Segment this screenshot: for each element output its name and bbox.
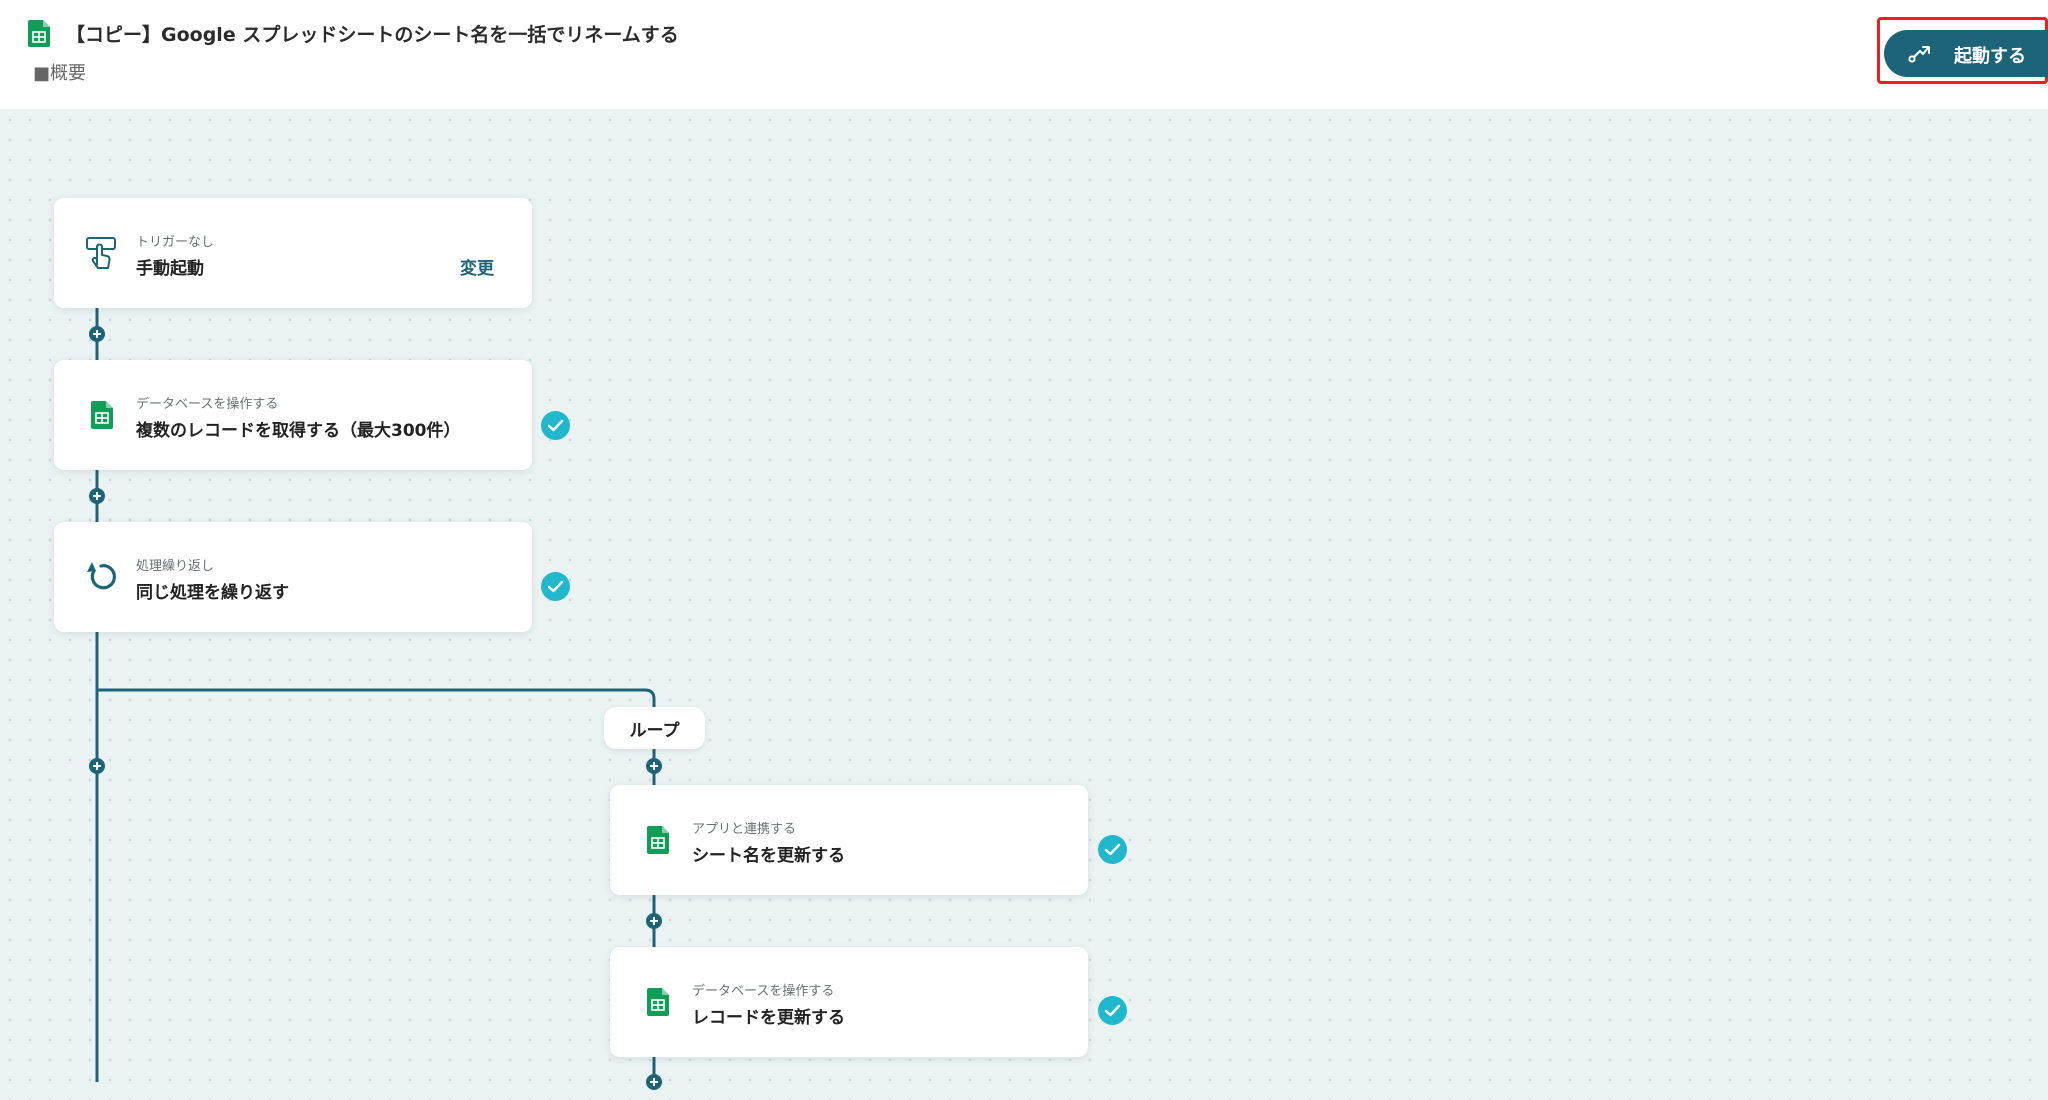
step-complete-check-icon (1098, 835, 1127, 864)
step-card-loop[interactable]: 処理繰り返し 同じ処理を繰り返す (54, 522, 532, 632)
step-card-get-records[interactable]: データベースを操作する 複数のレコードを取得する（最大300件） (54, 360, 532, 470)
loop-arrow-icon (87, 562, 116, 590)
google-sheets-icon (647, 826, 669, 854)
step-complete-check-icon (541, 572, 570, 601)
add-step-button[interactable] (89, 326, 105, 342)
add-step-in-loop-button[interactable] (646, 758, 662, 774)
step-card-rename-sheet[interactable]: アプリと連携する シート名を更新する (610, 785, 1088, 895)
google-sheets-icon (647, 988, 669, 1016)
step-card-manual-trigger[interactable]: トリガーなし 手動起動 変更 (54, 198, 532, 308)
step-title: 手動起動 (136, 259, 204, 279)
step-category: データベースを操作する (692, 984, 835, 999)
step-complete-check-icon (541, 411, 570, 440)
hand-touch-icon (86, 237, 116, 269)
add-step-in-loop-button[interactable] (646, 913, 662, 929)
step-title: シート名を更新する (692, 846, 845, 866)
page-title: 【コピー】Google スプレッドシートのシート名を一括でリネームする (66, 24, 679, 46)
step-card-update-record[interactable]: データベースを操作する レコードを更新する (610, 947, 1088, 1057)
overview-label: ■概要 (33, 63, 87, 84)
step-category: データベースを操作する (136, 397, 279, 412)
step-title: 複数のレコードを取得する（最大300件） (136, 421, 461, 441)
change-trigger-link[interactable]: 変更 (460, 259, 494, 279)
launch-icon (1908, 46, 1930, 63)
step-category: 処理繰り返し (136, 559, 215, 574)
add-step-button[interactable] (89, 758, 105, 774)
add-step-button[interactable] (89, 488, 105, 504)
header-bar: 【コピー】Google スプレッドシートのシート名を一括でリネームする ■概要 … (0, 0, 2048, 110)
launch-button-label: 起動する (1954, 46, 2026, 67)
add-step-in-loop-button[interactable] (646, 1074, 662, 1090)
step-title: 同じ処理を繰り返す (136, 583, 289, 603)
step-category: アプリと連携する (692, 822, 797, 837)
launch-button[interactable]: 起動する (1884, 30, 2048, 77)
step-category: トリガーなし (136, 235, 215, 250)
loop-branch-label: ループ (604, 707, 705, 749)
google-sheets-icon (28, 20, 50, 47)
google-sheets-icon (91, 401, 113, 429)
step-complete-check-icon (1098, 996, 1127, 1025)
step-title: レコードを更新する (692, 1008, 845, 1028)
